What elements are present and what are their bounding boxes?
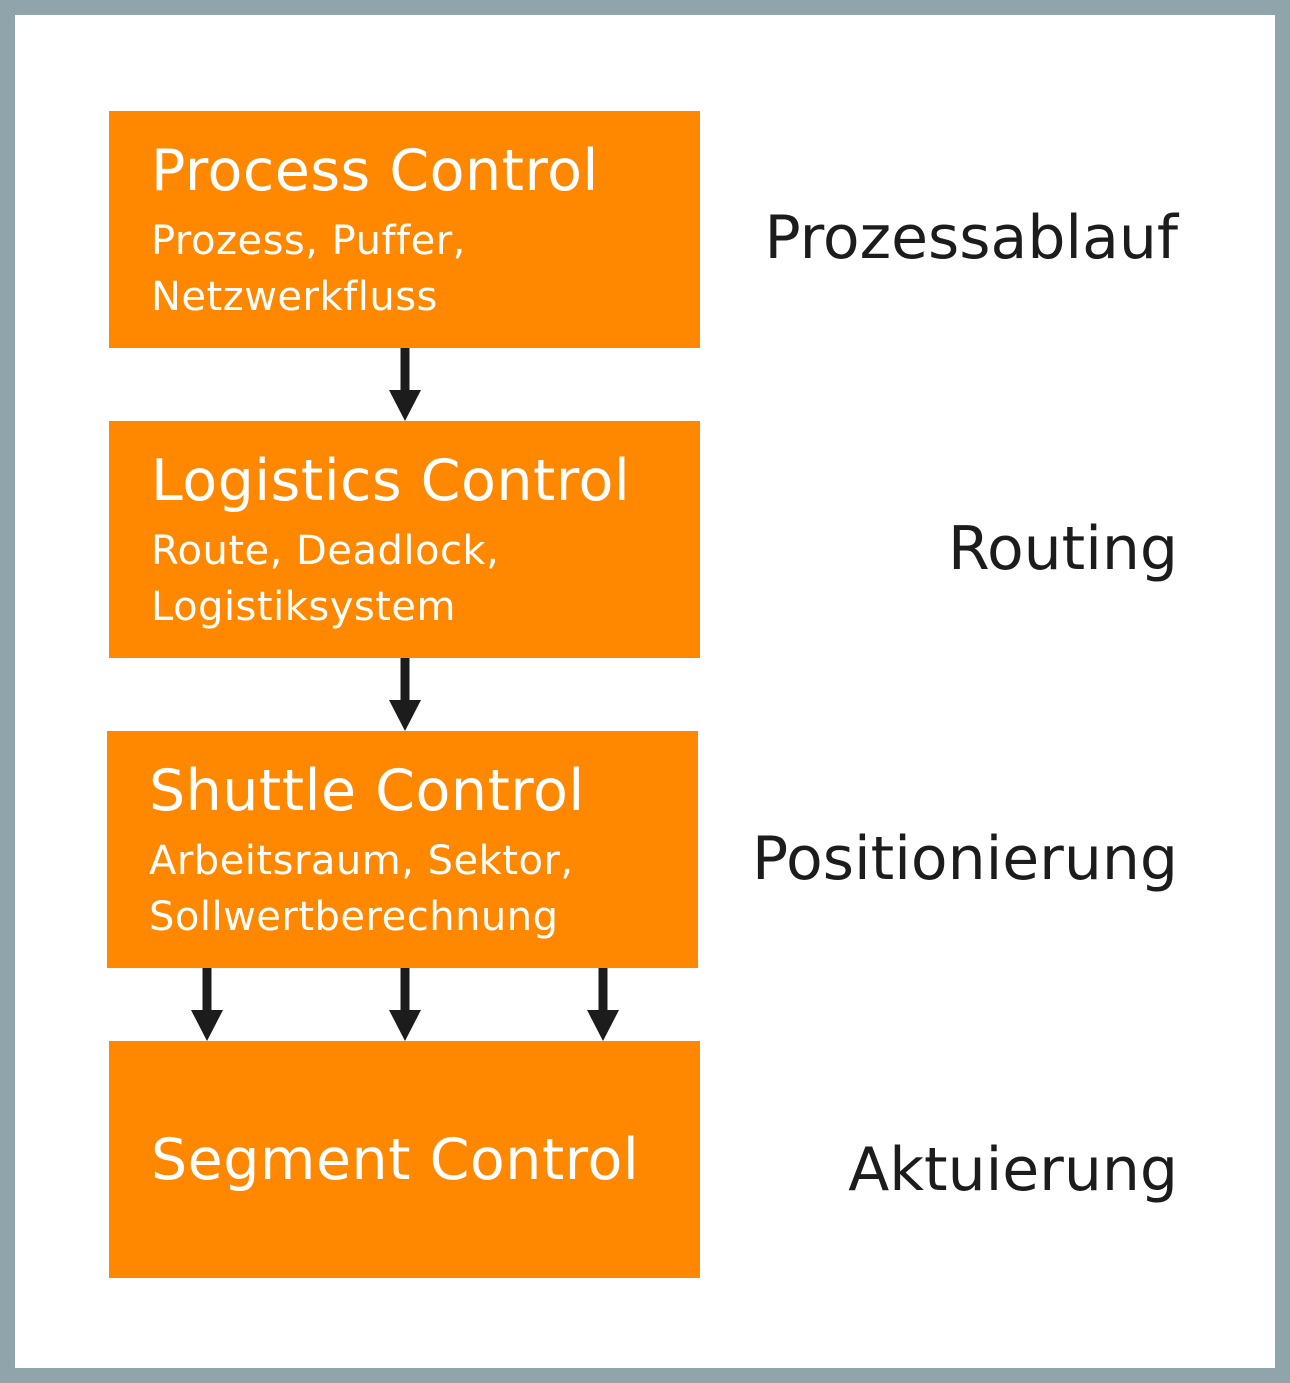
block-subtitle-line: Prozess, Puffer, <box>151 218 466 264</box>
block-title: Segment Control <box>151 1127 640 1193</box>
block-subtitle-line: Route, Deadlock, <box>151 528 500 574</box>
block-title: Logistics Control <box>151 448 631 514</box>
block-subtitle: Prozess, Puffer, Netzwerkfluss <box>151 213 466 325</box>
shuttle-control-block: Shuttle Control Arbeitsraum, Sektor, Sol… <box>107 731 698 968</box>
arrow-down-icon <box>389 658 421 731</box>
arrow-down-icon <box>587 968 619 1041</box>
block-subtitle: Arbeitsraum, Sektor, Sollwertberechnung <box>149 833 574 945</box>
segment-control-block: Segment Control <box>109 1041 700 1278</box>
arrow-down-icon <box>389 348 421 421</box>
block-title: Shuttle Control <box>149 758 585 824</box>
level-label-aktuierung: Aktuierung <box>848 1135 1178 1205</box>
level-label-routing: Routing <box>947 514 1178 584</box>
block-title: Process Control <box>151 138 599 204</box>
process-control-block: Process Control Prozess, Puffer, Netzwer… <box>109 111 700 348</box>
block-subtitle-line: Logistiksystem <box>151 584 456 630</box>
block-subtitle: Route, Deadlock, Logistiksystem <box>151 523 499 635</box>
block-subtitle-line: Arbeitsraum, Sektor, <box>149 838 574 884</box>
level-label-positionierung: Positionierung <box>751 824 1178 894</box>
logistics-control-block: Logistics Control Route, Deadlock, Logis… <box>109 421 700 658</box>
block-subtitle-line: Netzwerkfluss <box>151 274 438 320</box>
arrow-down-icon <box>191 968 223 1041</box>
level-label-prozessablauf: Prozessablauf <box>764 203 1178 273</box>
connector-arrows <box>191 348 619 1041</box>
block-subtitle-line: Sollwertberechnung <box>149 894 559 940</box>
arrow-down-icon <box>389 968 421 1041</box>
